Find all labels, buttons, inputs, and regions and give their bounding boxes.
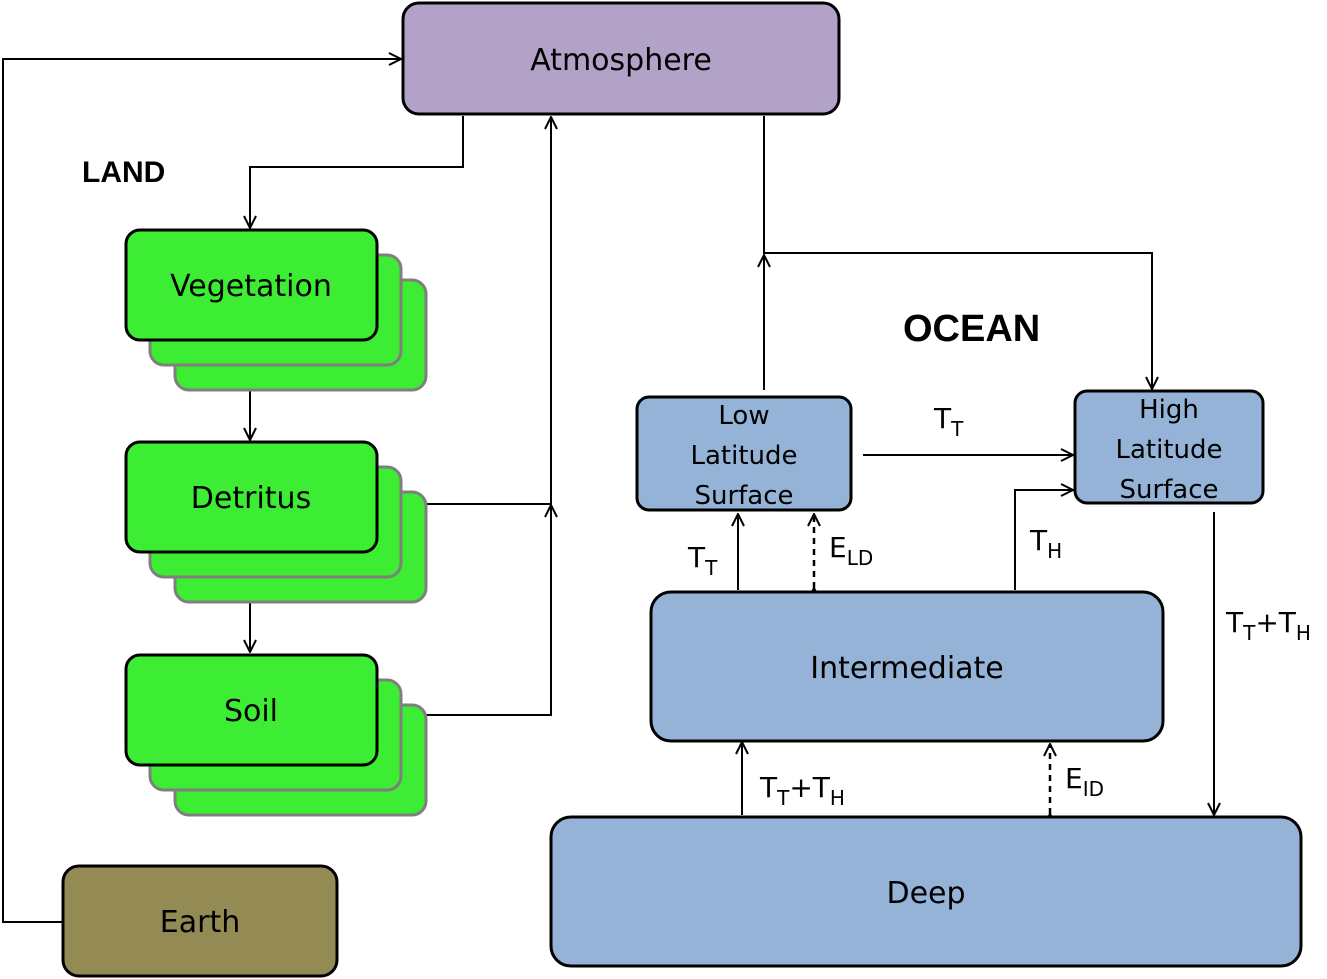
high-latitude-rect	[1073, 389, 1265, 505]
atmosphere-rect	[401, 1, 841, 116]
low-intermediate-exchange-label: ELD	[829, 531, 873, 570]
earth-rect	[61, 864, 339, 978]
atmosphere-box: Atmosphere	[401, 1, 841, 116]
low-latitude-surface-box: Low Latitude Surface	[635, 395, 853, 512]
intermediate-box: Intermediate	[649, 590, 1165, 743]
high-latitude-line-1: High	[1139, 395, 1199, 425]
atmosphere-to-high-latitude-arrow	[763, 116, 1152, 389]
deep-label: Deep	[886, 876, 965, 911]
soil-box-stack: Soil	[124, 653, 428, 817]
vegetation-rect	[124, 228, 379, 342]
high-latitude-line-3: Surface	[1119, 475, 1218, 505]
high-latitude-line-2: Latitude	[1115, 435, 1222, 465]
intermediate-to-low-flow-label: TT	[687, 541, 718, 580]
low-latitude-rect	[635, 395, 853, 512]
high-latitude-surface-box: High Latitude Surface	[1073, 389, 1265, 505]
land-section-label: LAND	[82, 156, 165, 189]
low-latitude-line-1: Low	[718, 401, 769, 431]
detritus-label: Detritus	[191, 481, 311, 516]
low-latitude-line-3: Surface	[694, 481, 793, 511]
vegetation-box-stack: Vegetation	[124, 228, 428, 392]
low-to-high-flow-label: TT	[933, 402, 964, 441]
deep-box: Deep	[549, 815, 1303, 968]
earth-box: Earth	[61, 864, 339, 978]
ocean-section-label: OCEAN	[903, 308, 1040, 350]
high-to-deep-flow-label: TT+TH	[1225, 606, 1311, 645]
deep-rect	[549, 815, 1303, 968]
intermediate-to-high-latitude-arrow	[1014, 490, 1073, 590]
vegetation-label: Vegetation	[170, 269, 332, 304]
soil-to-atmosphere-arrow	[378, 505, 551, 716]
intermediate-to-high-flow-label: TH	[1029, 524, 1062, 563]
detritus-box-stack: Detritus	[124, 440, 428, 604]
atmosphere-to-vegetation-arrow	[250, 116, 464, 228]
low-latitude-line-2: Latitude	[690, 441, 797, 471]
atmosphere-label: Atmosphere	[530, 43, 712, 78]
intermediate-rect	[649, 590, 1165, 743]
soil-label: Soil	[224, 694, 278, 729]
intermediate-label: Intermediate	[810, 651, 1004, 686]
intermediate-deep-exchange-label: EID	[1065, 762, 1104, 801]
soil-rect	[124, 653, 379, 767]
deep-to-intermediate-flow-label: TT+TH	[759, 771, 845, 810]
earth-to-atmosphere-arrow	[2, 59, 401, 923]
detritus-rect	[124, 440, 379, 554]
earth-label: Earth	[160, 905, 240, 940]
